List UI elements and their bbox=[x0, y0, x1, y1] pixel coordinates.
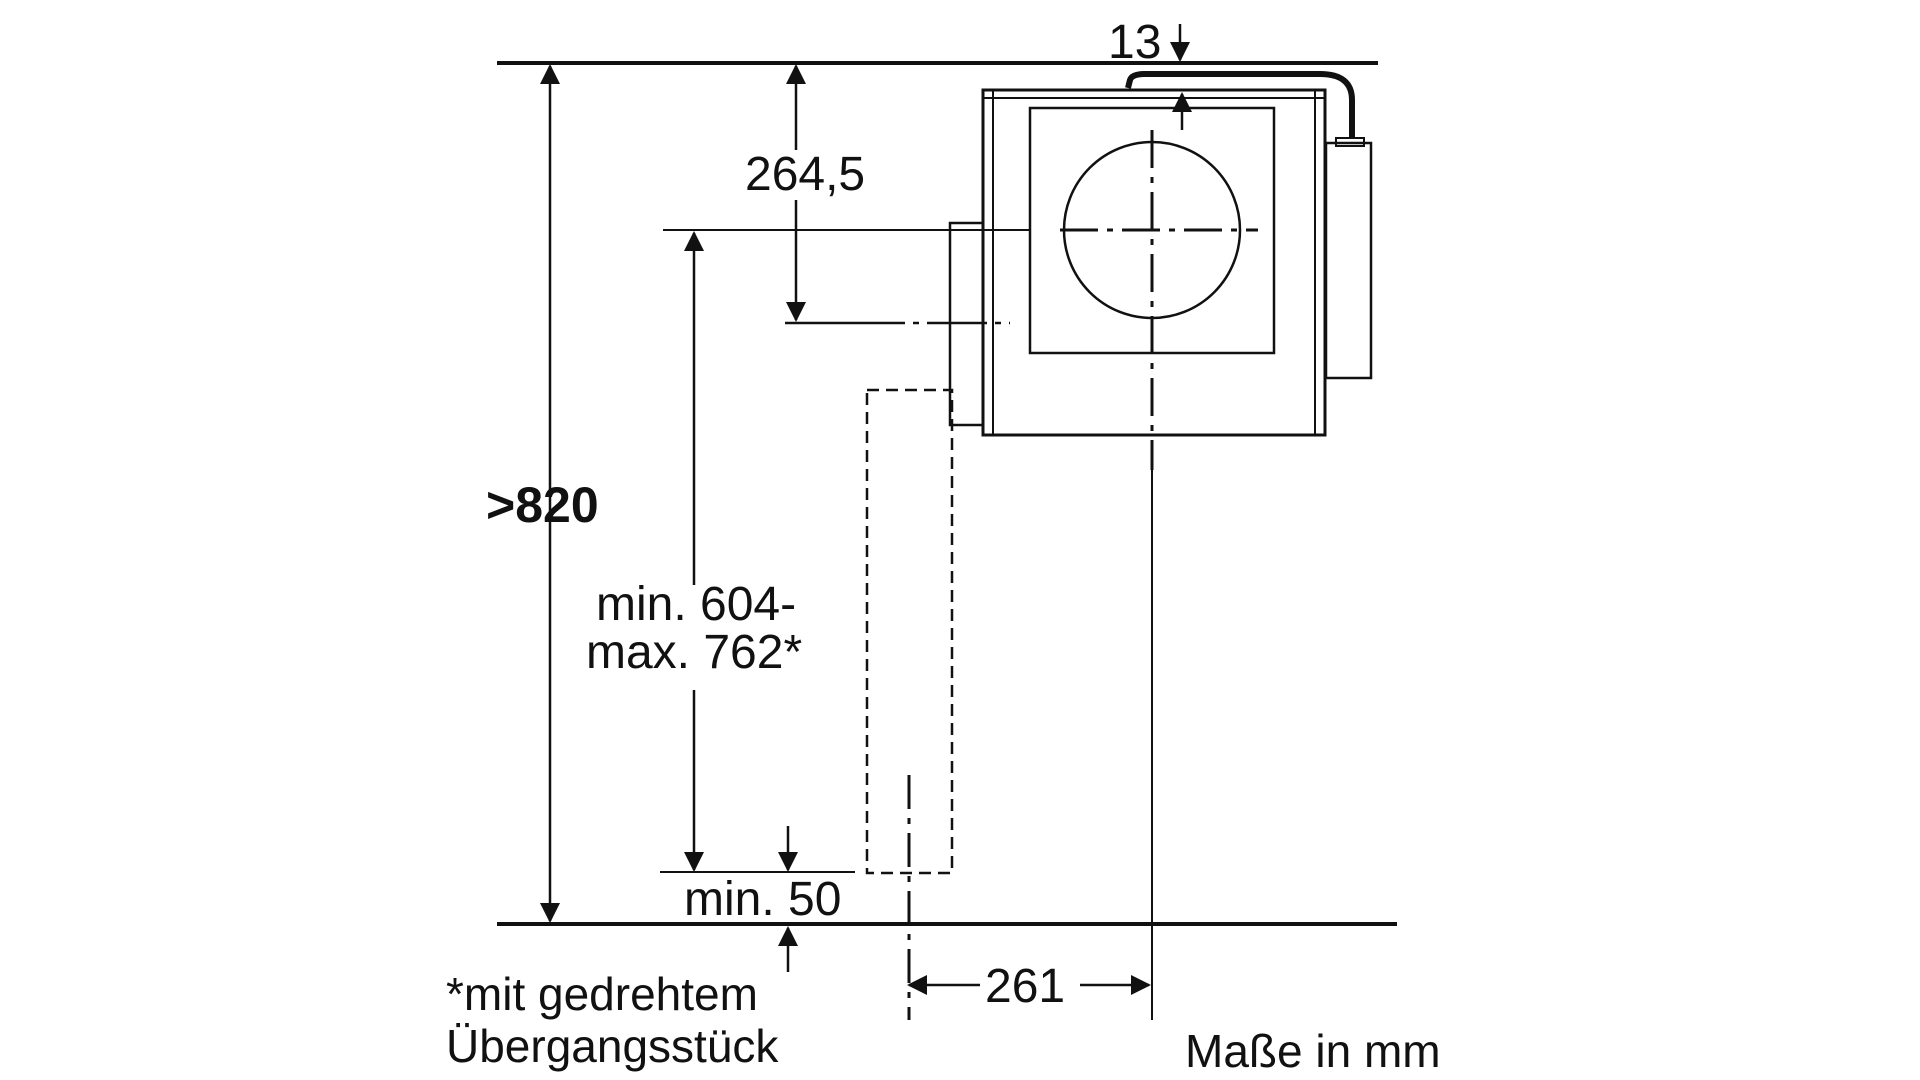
dim-bottom-min: min. 50 bbox=[684, 873, 841, 926]
dim-horizontal-offset: 261 bbox=[985, 960, 1065, 1013]
dim-total-height: >820 bbox=[486, 477, 599, 533]
dim-top-gap: 13 bbox=[1108, 16, 1161, 69]
power-cable bbox=[1125, 71, 1355, 138]
rotated-transition-outline bbox=[865, 388, 954, 875]
units-note: Maße in mm bbox=[1185, 1025, 1441, 1077]
dim-adjust-range-line2: max. 762* bbox=[586, 626, 802, 679]
footnote-line2: Übergangsstück bbox=[446, 1020, 779, 1072]
footnote-line1: *mit gedrehtem bbox=[446, 968, 758, 1020]
blower-housing bbox=[981, 88, 1327, 437]
dim-upper-offset: 264,5 bbox=[745, 148, 865, 201]
dim-adjust-range-line1: min. 604- bbox=[596, 578, 796, 631]
motor-box bbox=[1324, 141, 1373, 380]
